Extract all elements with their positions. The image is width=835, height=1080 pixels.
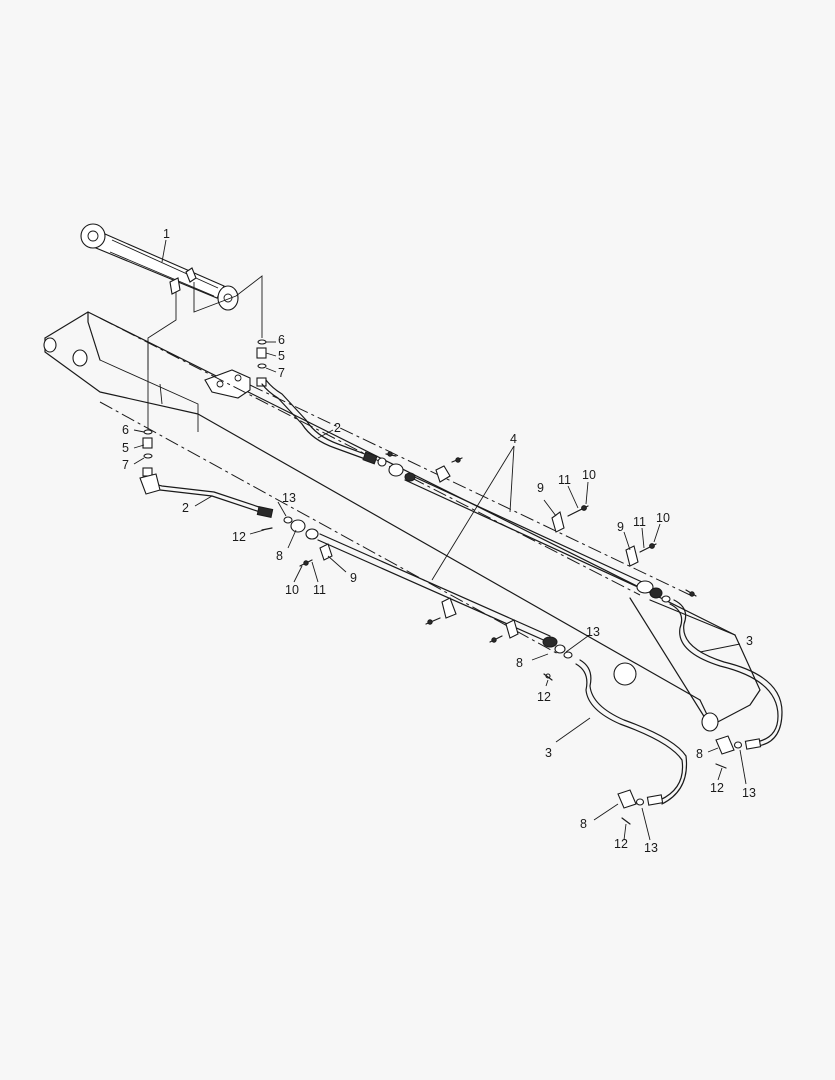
hydraulic-cylinder [80,223,239,311]
callout-6-lower: 6 [122,423,129,437]
callout-12-c: 12 [710,781,724,795]
pipe-4-lower [305,528,566,654]
callout-3-lower: 3 [545,746,552,760]
hose-2-lower [139,473,274,518]
callout-8-a: 8 [276,549,283,563]
pipe-4-upper [388,463,671,603]
callout-9-c: 9 [350,571,357,585]
callout-5-lower: 5 [122,441,129,455]
callout-2-lower: 2 [182,501,189,515]
callout-8-d: 8 [580,817,587,831]
fitting-stack-lower [142,429,153,477]
leader-lines [133,239,747,841]
callout-7-upper: 7 [278,366,285,380]
callout-12-d: 12 [614,837,628,851]
callout-5-upper: 5 [278,349,285,363]
hose-3-lower [575,659,688,809]
fitting-stack-upper [256,339,267,387]
callout-7-lower: 7 [122,458,129,472]
callout-11-a: 11 [558,473,571,487]
callout-9-a: 9 [537,481,544,495]
callout-6-upper: 6 [278,333,285,347]
callout-1: 1 [163,227,170,241]
callout-13-d: 13 [644,841,658,855]
callout-13-c: 13 [742,786,756,800]
clamps-and-bolts [299,451,697,643]
callout-8-b: 8 [516,656,523,670]
callout-10-a: 10 [582,468,596,482]
callout-10-b: 10 [656,511,670,525]
orings-and-screws [261,516,743,825]
boom-arm [43,311,761,732]
hose-3-upper [669,599,783,755]
callout-4: 4 [510,432,517,446]
callout-10-c: 10 [285,583,299,597]
callout-3-upper: 3 [746,634,753,648]
hose-2-upper [261,379,387,467]
callout-8-c: 8 [696,747,703,761]
callout-9-b: 9 [617,520,624,534]
callout-12-b: 12 [537,690,551,704]
callout-2-upper: 2 [334,421,341,435]
callout-11-b: 11 [633,515,646,529]
callout-13-a: 13 [282,491,296,505]
callout-labels: 1 2 2 3 3 4 5 5 6 6 7 7 8 8 8 8 9 9 9 10… [122,227,756,855]
callout-12-a: 12 [232,530,246,544]
callout-13-b: 13 [586,625,600,639]
callout-11-c: 11 [313,583,326,597]
